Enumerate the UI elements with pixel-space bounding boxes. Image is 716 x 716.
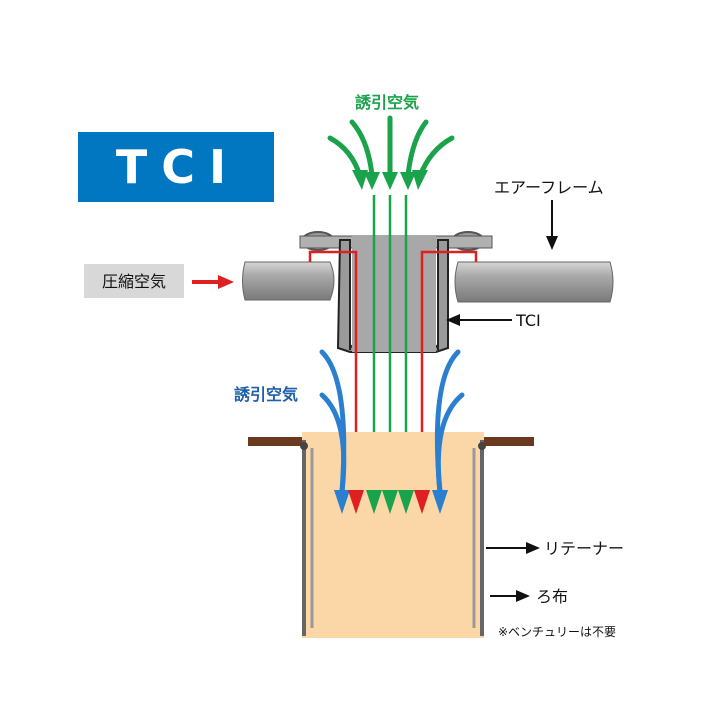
air-frame-label: エアーフレーム	[494, 178, 604, 197]
tci-pointer	[446, 314, 512, 326]
tci-label: TCI	[515, 311, 541, 330]
blue-arrow-2	[319, 392, 347, 495]
green-arrow-4	[405, 119, 429, 178]
blue-inflow-arrows	[319, 349, 465, 495]
retainer-pointer	[486, 542, 540, 554]
title-text: TCI	[116, 140, 240, 194]
title-box: TCI	[78, 132, 274, 202]
filter-bag	[300, 432, 486, 638]
left-air-frame-pipe	[242, 261, 335, 301]
note-text: ※ベンチュリーは不要	[498, 625, 616, 639]
retainer-label: リテーナー	[544, 539, 624, 558]
air-frame-arrow	[546, 200, 558, 250]
compressed-air-label: 圧縮空気	[102, 272, 166, 291]
tube-sheet-left	[248, 437, 302, 446]
right-air-frame-pipe	[454, 261, 614, 303]
filter-cloth-pointer	[490, 590, 530, 602]
compressed-air-arrow	[192, 275, 234, 289]
blue-arrow-4	[435, 392, 465, 495]
filter-cloth-label: ろ布	[536, 587, 568, 606]
red-airflow-lines	[308, 250, 478, 505]
induced-air-side-label: 誘引空気	[234, 385, 298, 404]
compressed-air-box: 圧縮空気	[84, 264, 184, 298]
tube-sheet-right	[484, 437, 534, 446]
red-line-right	[420, 250, 478, 505]
green-inflow-heads	[352, 170, 428, 190]
green-inflow-arrows	[327, 115, 455, 179]
red-line-left	[308, 250, 358, 505]
bottom-arrowheads	[334, 490, 448, 514]
induced-air-top-label: 誘引空気	[355, 93, 419, 112]
green-arrow-2	[349, 119, 375, 178]
